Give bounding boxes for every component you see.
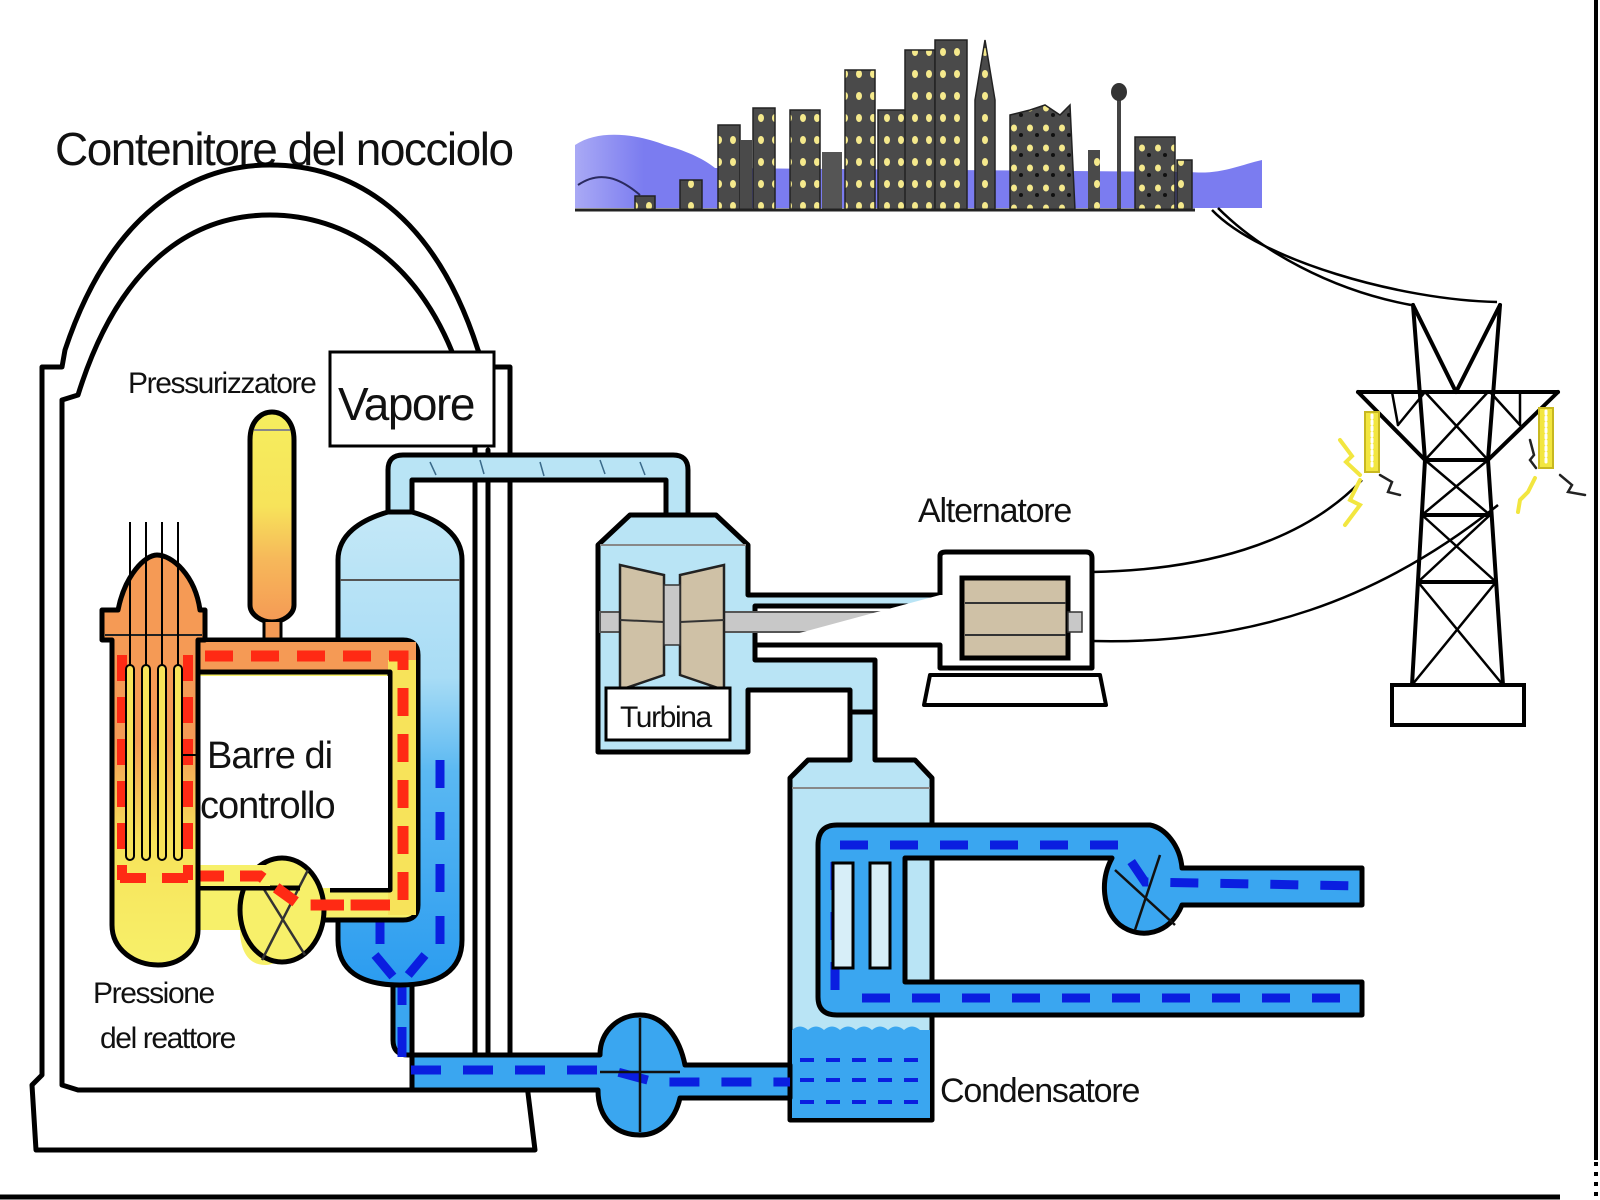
cooling-water-loop — [815, 822, 1365, 1018]
pressurizer: Pressurizzatore — [128, 367, 318, 652]
city-skyline-icon — [575, 39, 1262, 212]
power-lines — [1091, 207, 1499, 643]
condenser-label: Condensatore — [940, 1072, 1139, 1110]
alternator: Alternatore — [755, 492, 1108, 707]
steam-label: Vapore — [338, 378, 474, 430]
primary-loop — [198, 637, 421, 965]
power-pylon-icon — [1338, 303, 1587, 727]
reactor-vessel-icon — [99, 522, 208, 968]
reactor-pressure-label-2: del reattore — [100, 1022, 236, 1055]
reactor-pressure-label-1: Pressione — [93, 977, 215, 1010]
pressurizer-label: Pressurizzatore — [128, 367, 316, 400]
control-rods-label-1: Barre di — [207, 735, 332, 777]
feedwater-loop — [390, 967, 793, 1138]
turbine-label: Turbina — [620, 701, 713, 734]
control-rods-label-2: controllo — [200, 785, 335, 827]
alternator-label: Alternatore — [918, 492, 1071, 530]
steam-label-box — [328, 350, 496, 448]
